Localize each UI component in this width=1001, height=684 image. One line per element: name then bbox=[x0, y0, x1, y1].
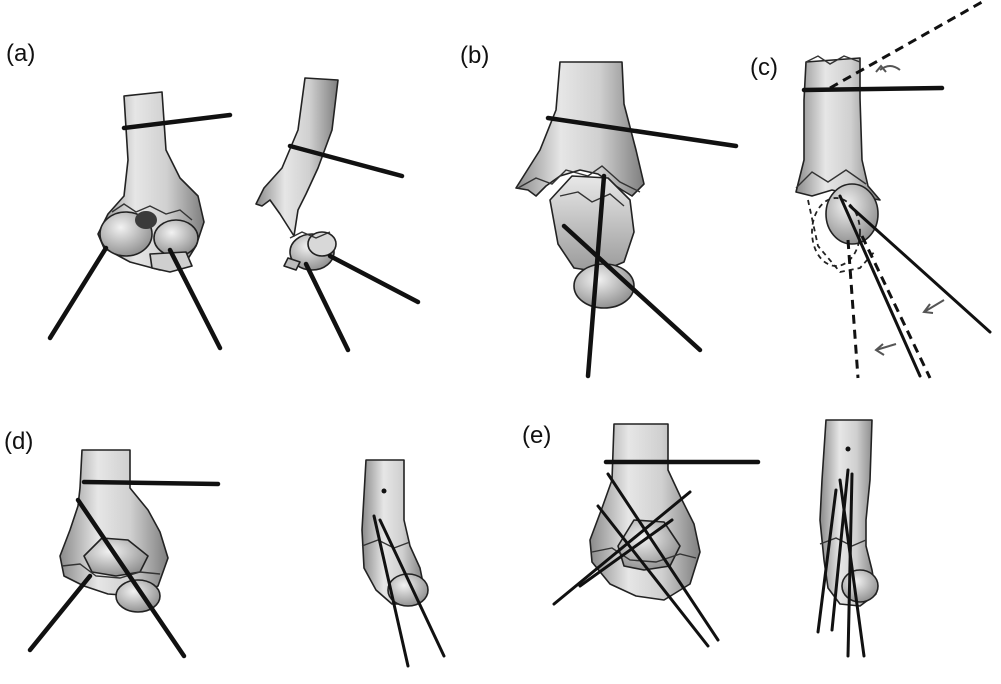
panel-c-wire-1 bbox=[838, 194, 922, 378]
panel-e-illustration bbox=[552, 419, 879, 658]
panel-a-lateral-wire bbox=[47, 245, 109, 341]
panel-a-lateral-view-wire-1 bbox=[303, 261, 351, 353]
panel-a-lateral-humerus bbox=[255, 77, 339, 271]
panel-e-lateral-wire-1 bbox=[830, 468, 850, 632]
panel-d-transverse-wire bbox=[81, 479, 221, 487]
panel-d-lateral-wire-1 bbox=[372, 514, 410, 668]
panel-b-oblique-wire bbox=[561, 223, 703, 353]
panel-label-d: (d) bbox=[4, 428, 34, 455]
panel-b-illustration bbox=[515, 61, 739, 379]
panel-b-vertical-wire bbox=[585, 173, 607, 379]
panel-label-b: (b) bbox=[460, 42, 490, 69]
panel-a-medial-wire bbox=[167, 247, 223, 351]
panel-d-illustration bbox=[27, 449, 446, 668]
panel-e-wire-3 bbox=[552, 490, 692, 606]
panel-a-illustration bbox=[47, 77, 421, 353]
panel-b-distal-fragment bbox=[549, 175, 635, 273]
panel-c-rotation-arrow bbox=[879, 65, 901, 71]
panel-e-wire-4 bbox=[578, 518, 674, 588]
panel-e-lateral-wire-4 bbox=[816, 488, 838, 634]
panel-b-capitellum bbox=[573, 263, 635, 309]
panel-d-crossing-wire-2 bbox=[27, 573, 93, 653]
panel-c-dashed-wire-1 bbox=[846, 239, 860, 379]
panel-a-trochlea bbox=[153, 219, 199, 257]
panel-c-illustration bbox=[795, 0, 992, 379]
panel-a-olecranon-fossa bbox=[135, 211, 157, 229]
panel-label-a: (a) bbox=[6, 40, 36, 67]
panel-label-c: (c) bbox=[750, 54, 778, 81]
panel-a-transverse-wire bbox=[121, 112, 233, 131]
panel-d-crossing-wire-1 bbox=[75, 497, 187, 659]
panel-c-arrow-right bbox=[923, 299, 945, 313]
panel-e-wire-1 bbox=[606, 472, 720, 642]
panel-e-lateral-wire-3 bbox=[838, 478, 866, 658]
panel-b-transverse-wire bbox=[545, 115, 739, 149]
panel-c-transverse-wire bbox=[801, 85, 945, 93]
panel-e-transverse-wire-end bbox=[845, 446, 851, 452]
panel-c-wire-2 bbox=[848, 204, 992, 334]
panel-a-lateral-view-transverse-wire bbox=[287, 143, 405, 179]
panel-d-transverse-wire-end bbox=[381, 488, 387, 494]
panel-d-lateral-wire-2 bbox=[378, 518, 446, 658]
panel-e-lateral-wire-2 bbox=[846, 472, 854, 658]
panel-c-condyle bbox=[825, 183, 879, 245]
panel-a-lateral-view-wire-2 bbox=[327, 253, 421, 305]
panel-label-e: (e) bbox=[522, 422, 552, 449]
panel-a-ap-humerus bbox=[97, 91, 205, 273]
panel-c-dashed-wire-2 bbox=[860, 235, 932, 379]
panel-c-arrow-lower bbox=[875, 343, 897, 351]
panel-e-wire-2 bbox=[596, 504, 710, 648]
